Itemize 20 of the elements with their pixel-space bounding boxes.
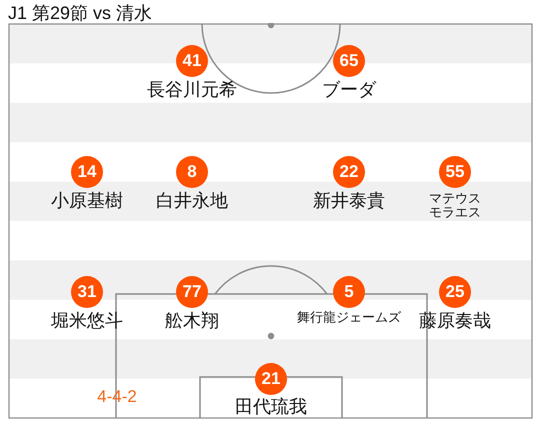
player-name: ブーダ: [322, 80, 376, 100]
player-name: 舩木翔: [165, 310, 219, 332]
number-circle: 55: [439, 156, 471, 188]
player-name: 白井永地: [156, 190, 228, 212]
player-name: 新井泰貴: [313, 190, 385, 212]
number-circle: 65: [333, 45, 365, 77]
number-circle: 14: [71, 156, 103, 188]
player-name: 藤原奏哉: [419, 310, 491, 332]
title: J1 第29節 vs 清水: [8, 2, 152, 24]
player-name: 長谷川元希: [147, 80, 237, 100]
number-circle: 41: [176, 45, 208, 77]
player-name: 舞行龍ジェームズ: [297, 310, 401, 326]
player-name: マテウスモラエス: [428, 192, 482, 220]
player-name: 小原基樹: [51, 190, 123, 212]
number-circle: 22: [333, 156, 365, 188]
formation-label: 4-4-2: [97, 387, 137, 407]
player-name: 田代琉我: [235, 396, 307, 418]
number-circle: 8: [176, 156, 208, 188]
number-circle: 21: [255, 363, 287, 395]
player-name: 堀米悠斗: [51, 310, 123, 332]
